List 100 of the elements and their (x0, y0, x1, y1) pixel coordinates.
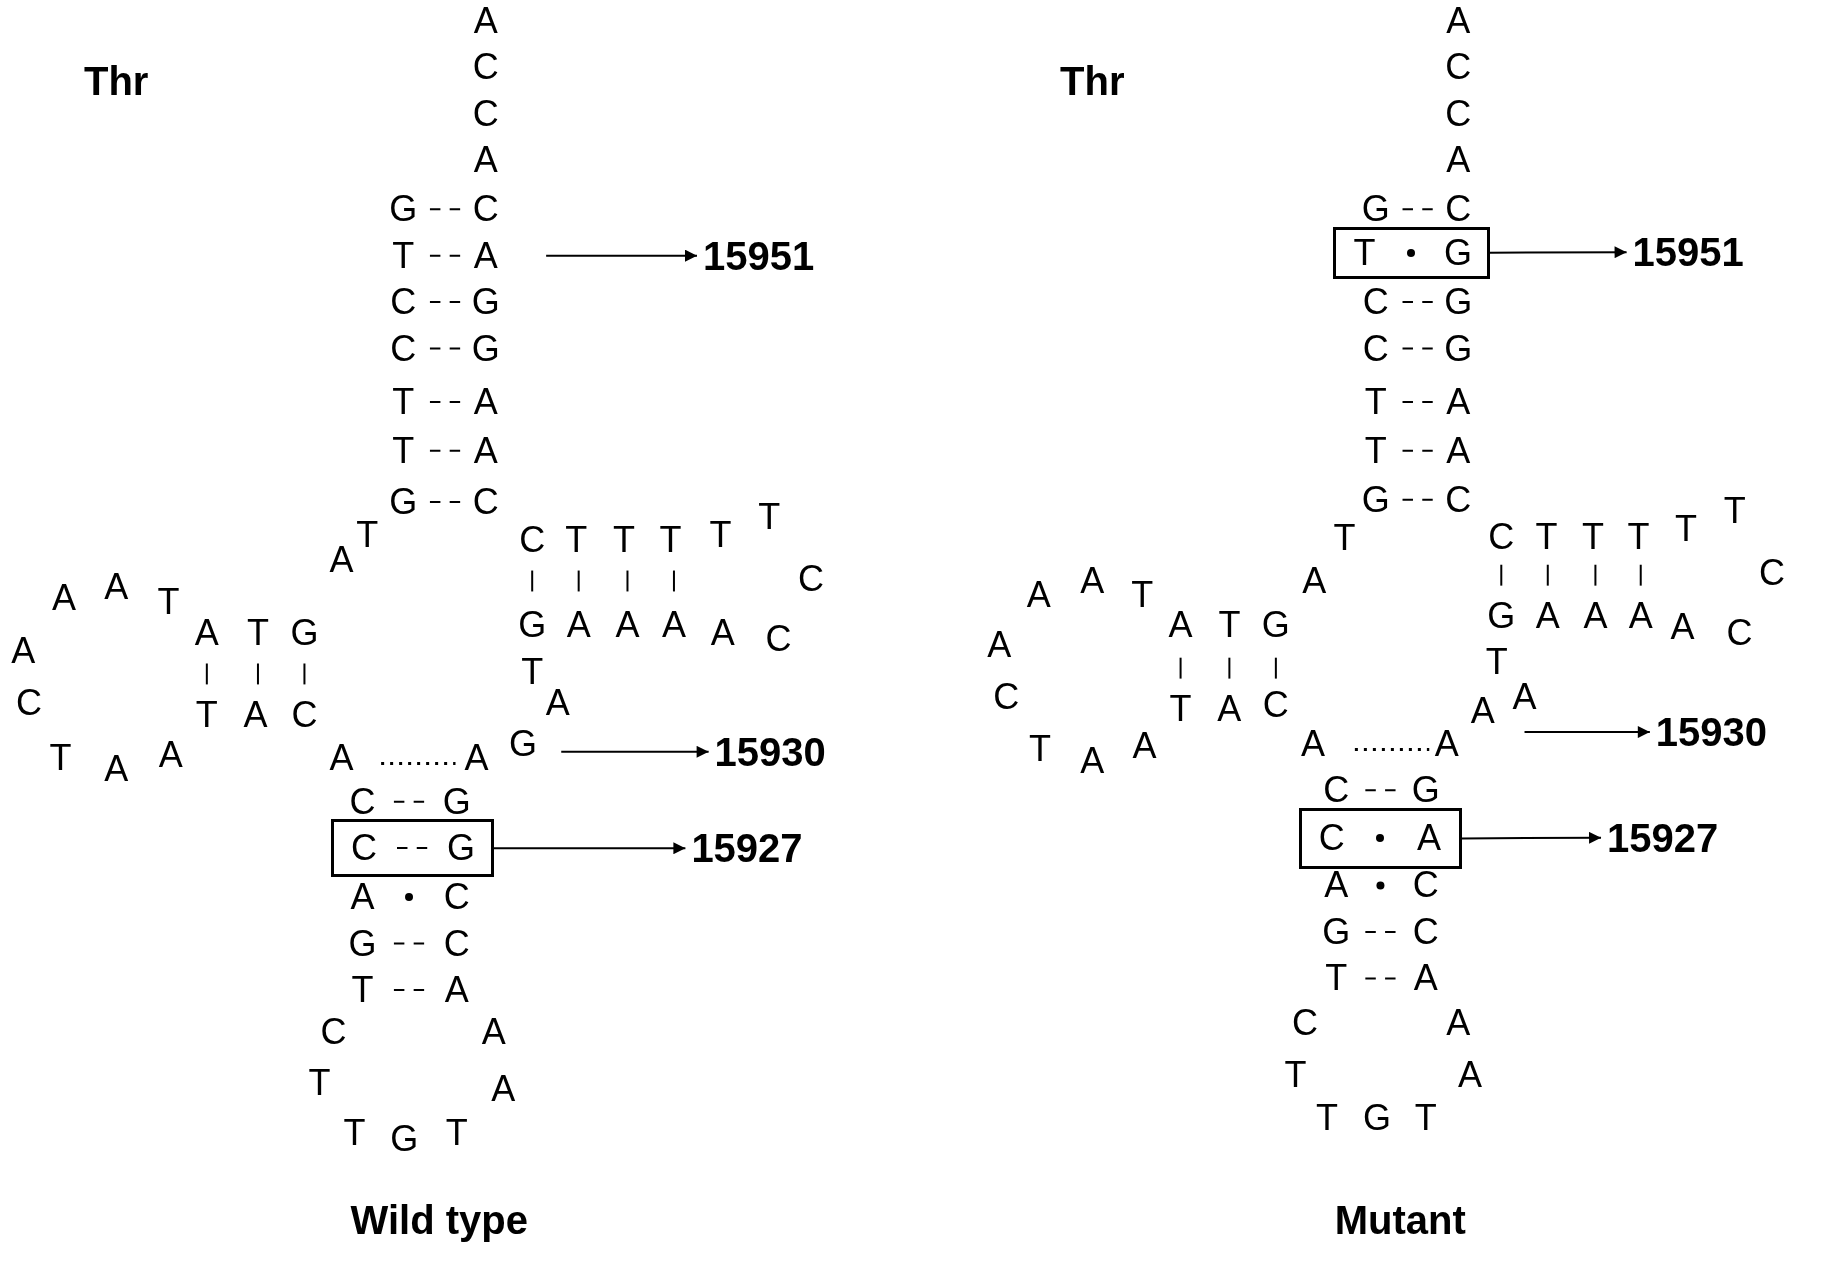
nucleotide-letter: T (392, 384, 415, 421)
nucleotide-letter: T (195, 696, 218, 733)
nucleotide-letter: A (1417, 820, 1441, 857)
nucleotide-letter: A (1512, 679, 1537, 716)
nucleotide-letter: G (1444, 284, 1473, 321)
nucleotide-letter: A (1080, 563, 1105, 599)
nucleotide-letter: G (518, 607, 547, 644)
nucleotide-letter: T (356, 516, 379, 553)
nucleotide-letter: T (1131, 576, 1154, 613)
nucleotide-letter: T (1364, 432, 1387, 469)
nucleotide-letter: A (1324, 867, 1349, 904)
nucleotide-letter: A (710, 615, 735, 652)
nucleotide-letter: T (1169, 690, 1192, 727)
nucleotide-letter: A (473, 2, 498, 39)
nucleotide-letter: A (987, 626, 1012, 663)
nucleotide-letter: A (1457, 1056, 1482, 1093)
nucleotide-letter: A (1301, 725, 1326, 762)
nucleotide-letter: A (329, 739, 354, 776)
panel-title: Wild type (350, 1200, 528, 1241)
nucleotide-letter: G (508, 725, 537, 762)
arrow (492, 842, 687, 855)
nucleotide-letter: T (1582, 518, 1605, 555)
nucleotide-letter: G (1444, 234, 1472, 271)
nucleotide-letter: A (1583, 597, 1608, 634)
arrow (545, 249, 698, 262)
nucleotide-letter: T (1535, 518, 1558, 555)
nucleotide-letter: T (1414, 1099, 1437, 1136)
position-number: 15927 (1607, 817, 1719, 858)
nucleotide-letter: A (104, 751, 129, 788)
highlight-box (331, 819, 494, 878)
nucleotide-letter: A (158, 737, 183, 774)
nucleotide-letter: G (1444, 330, 1473, 367)
nucleotide-letter: C (320, 1013, 347, 1050)
nucleotide-letter: G (348, 925, 377, 962)
arrow (560, 745, 710, 758)
nucleotide-letter: T (521, 653, 544, 690)
nucleotide-letter: C (1291, 1004, 1318, 1041)
nucleotide-letter: G (1361, 481, 1390, 518)
nucleotide-letter: T (758, 499, 781, 536)
nucleotide-letter: G (442, 783, 471, 820)
nucleotide-letter: T (1325, 960, 1348, 997)
nucleotide-letter: C (443, 925, 470, 962)
nucleotide-letter: C (1445, 191, 1472, 228)
nucleotide-letter: A (1446, 432, 1471, 469)
panel-title: Mutant (1334, 1200, 1466, 1241)
nucleotide-letter: T (1364, 384, 1387, 421)
nucleotide-letter: T (1353, 234, 1376, 271)
nucleotide-letter: A (1434, 725, 1459, 762)
nucleotide-letter: G (1261, 607, 1290, 644)
nucleotide-letter: T (659, 522, 682, 559)
nucleotide-letter: T (343, 1114, 366, 1151)
nucleotide-letter: C (1412, 913, 1439, 950)
nucleotide-letter: A (473, 384, 498, 421)
nucleotide-letter: T (1627, 518, 1650, 555)
nucleotide-letter: C (1362, 284, 1389, 321)
nucleotide-letter: C (291, 696, 318, 733)
nucleotide-letter: C (390, 284, 417, 321)
nucleotide-letter: A (1026, 576, 1051, 613)
nucleotide-letter: C (349, 783, 376, 820)
nucleotide-letter: G (290, 615, 319, 652)
nucleotide-letter: T (157, 583, 180, 620)
nucleotide-letter: T (308, 1064, 331, 1101)
nucleotide-letter: A (473, 237, 498, 274)
nucleotide-letter: G (389, 191, 418, 228)
nucleotide-letter: G (389, 483, 418, 520)
nucleotide-letter: C (390, 330, 417, 367)
nucleotide-letter: G (390, 1120, 419, 1157)
nucleotide-letter: C (993, 679, 1020, 716)
nucleotide-letter: T (246, 615, 269, 652)
nucleotide-letter: A (1470, 693, 1495, 730)
nucleotide-letter: T (392, 237, 415, 274)
nucleotide-letter: C (1726, 615, 1753, 652)
nucleotide-letter: C (472, 49, 499, 86)
nucleotide-letter: C (16, 685, 43, 721)
nucleotide-letter: A (1446, 384, 1471, 421)
nucleotide-letter: T (1675, 510, 1698, 547)
nucleotide-letter: A (194, 615, 219, 652)
nucleotide-letter: A (491, 1070, 516, 1107)
nucleotide-letter: G (1322, 913, 1351, 950)
nucleotide-letter: C (1488, 518, 1515, 555)
nucleotide-letter: T (613, 522, 635, 559)
nucleotide-letter: A (329, 542, 354, 579)
panel-title: Thr (83, 61, 149, 102)
nucleotide-letter: C (1445, 481, 1472, 518)
position-number: 15951 (703, 235, 815, 276)
nucleotide-letter: C (765, 621, 792, 658)
nucleotide-letter: A (473, 142, 498, 179)
nucleotide-letter: T (709, 516, 732, 553)
nucleotide-letter: C (1759, 554, 1786, 591)
nucleotide-letter: A (51, 580, 76, 617)
nucleotide-letter: A (1168, 607, 1193, 644)
nucleotide-letter: T (1218, 607, 1241, 644)
arrow (1488, 246, 1628, 259)
nucleotide-letter: C (1445, 95, 1472, 132)
position-number: 15927 (691, 828, 803, 869)
nucleotide-letter: T (392, 432, 415, 469)
nucleotide-letter: A (1302, 563, 1327, 599)
highlight-box (1332, 226, 1490, 279)
nucleotide-letter: G (1411, 772, 1440, 809)
nucleotide-letter: A (473, 432, 498, 469)
